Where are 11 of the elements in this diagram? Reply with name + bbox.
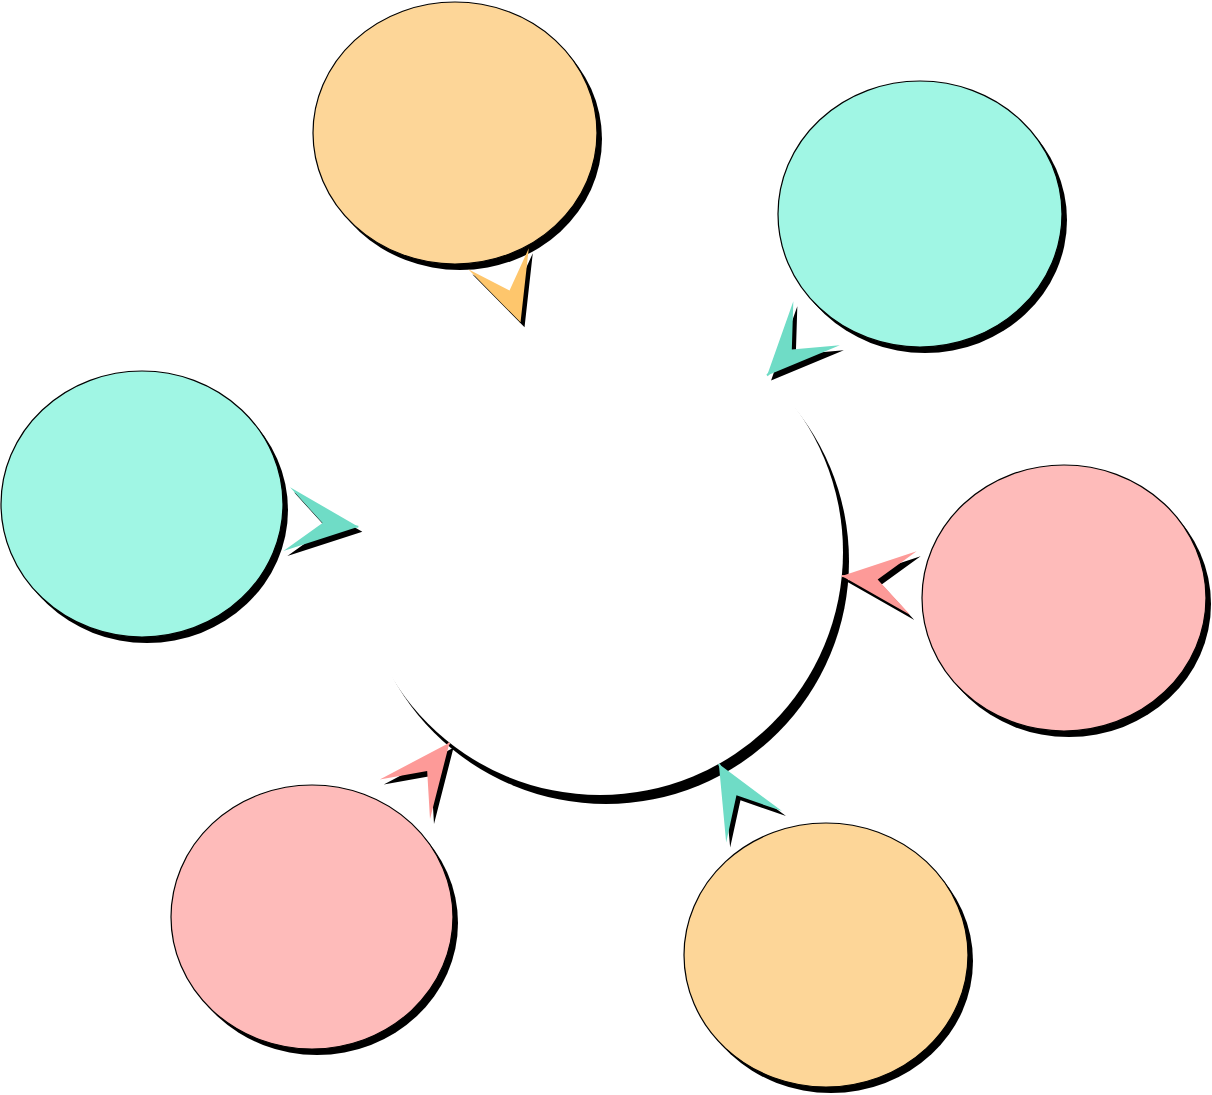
circle-node — [312, 1, 603, 271]
circle-node — [170, 784, 459, 1056]
arrow — [468, 248, 533, 328]
arrow — [717, 762, 786, 848]
arrow — [281, 487, 363, 556]
arrow — [379, 741, 454, 825]
arrow — [766, 301, 844, 381]
circle-node — [777, 80, 1068, 354]
circle-node — [0, 370, 289, 644]
circle-node — [683, 822, 974, 1094]
circle-node — [921, 464, 1212, 738]
